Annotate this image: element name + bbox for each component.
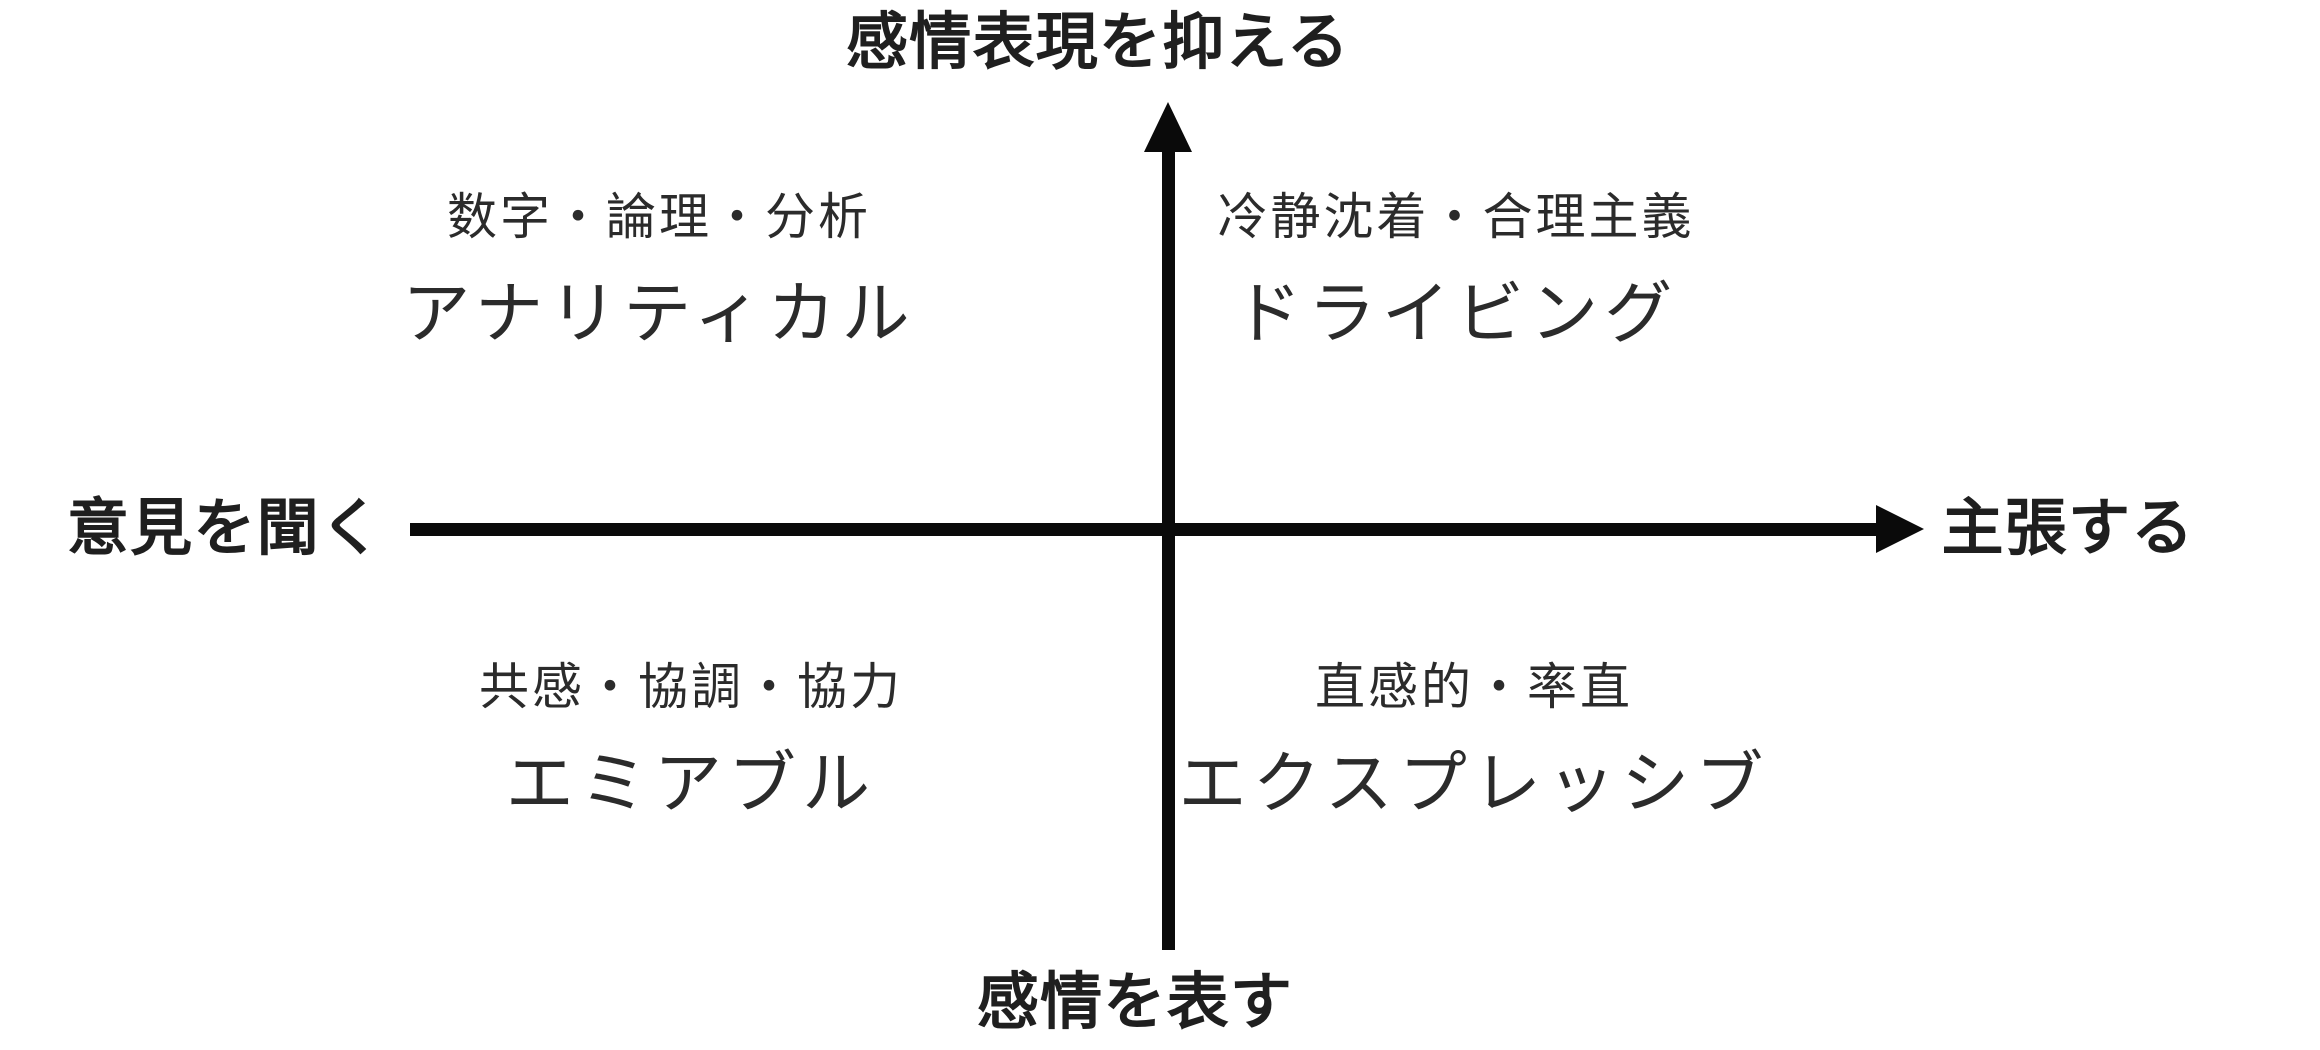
quadrant-name: エクスプレッシブ [1178, 746, 1770, 822]
quadrant-top-right: 冷静沈着・合理主義 ドライビング [1218, 192, 1695, 348]
arrow-up-icon [1144, 102, 1192, 152]
vertical-axis-line [1162, 148, 1175, 950]
quadrant-top-left: 数字・論理・分析 アナリティカル [402, 192, 915, 348]
quadrant-name: ドライビング [1233, 276, 1679, 352]
axis-label-right: 主張する [1941, 494, 2195, 563]
quadrant-name: エミアブル [505, 746, 877, 822]
quadrant-name: アナリティカル [402, 276, 916, 352]
quadrant-traits: 冷静沈着・合理主義 [1217, 189, 1695, 245]
quadrant-bottom-left: 共感・協調・協力 エミアブル [479, 662, 903, 818]
arrow-right-icon [1876, 505, 1924, 553]
axis-label-top: 感情表現を抑える [845, 8, 1351, 77]
quadrant-traits: 共感・協調・協力 [479, 659, 903, 715]
quadrant-traits: 直感的・率直 [1314, 659, 1633, 715]
quadrant-bottom-right: 直感的・率直 エクスプレッシブ [1179, 662, 1770, 818]
axis-label-left: 意見を聞く [66, 494, 384, 563]
axis-label-bottom: 感情を表す [976, 968, 1294, 1037]
quadrant-traits: 数字・論理・分析 [447, 189, 871, 245]
horizontal-axis-line [410, 523, 1880, 536]
